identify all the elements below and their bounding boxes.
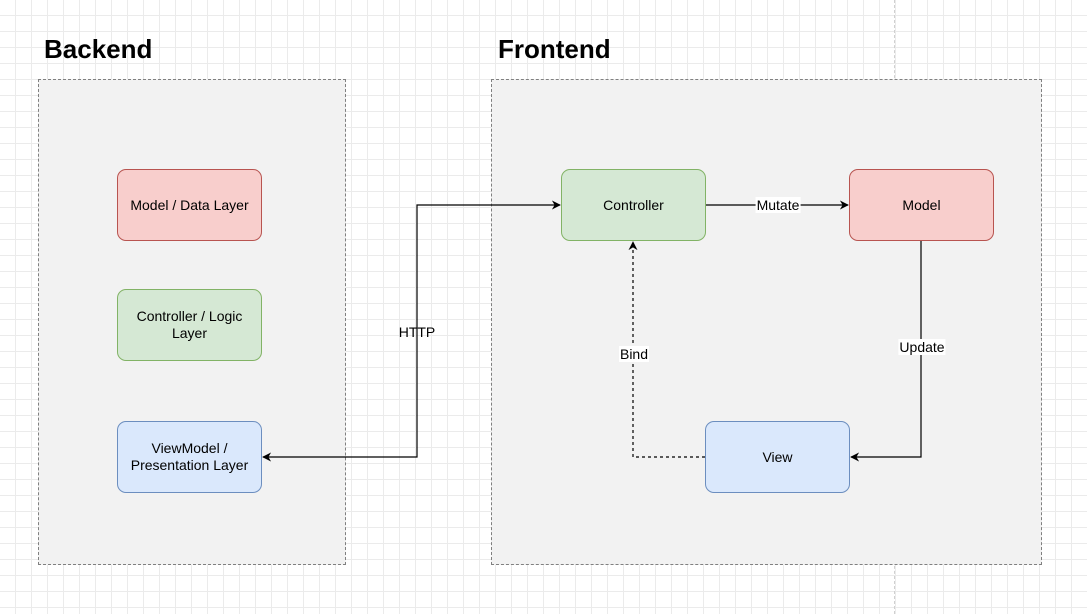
- backend-controller-label: Controller / Logic Layer: [136, 308, 243, 341]
- frontend-view-node[interactable]: View: [705, 421, 850, 493]
- bind-edge-label: Bind: [618, 346, 650, 362]
- frontend-view-label: View: [762, 448, 793, 465]
- backend-model-node[interactable]: Model / Data Layer: [117, 169, 262, 241]
- frontend-controller-label: Controller: [603, 196, 664, 213]
- frontend-model-node[interactable]: Model: [849, 169, 994, 241]
- backend-viewmodel-label: ViewModel / Presentation Layer: [130, 440, 249, 473]
- update-edge-label: Update: [898, 339, 946, 355]
- frontend-controller-node[interactable]: Controller: [561, 169, 706, 241]
- mutate-edge-label: Mutate: [755, 197, 801, 213]
- backend-viewmodel-node[interactable]: ViewModel / Presentation Layer: [117, 421, 262, 493]
- http-edge-label: HTTP: [398, 324, 436, 340]
- backend-title: Backend: [44, 34, 153, 64]
- backend-controller-node[interactable]: Controller / Logic Layer: [117, 289, 262, 361]
- frontend-title: Frontend: [498, 34, 611, 64]
- backend-model-label: Model / Data Layer: [130, 196, 249, 213]
- bind-edge[interactable]: [628, 241, 705, 458]
- http-edge[interactable]: [262, 200, 561, 462]
- frontend-model-label: Model: [902, 196, 941, 213]
- update-edge[interactable]: [850, 241, 922, 462]
